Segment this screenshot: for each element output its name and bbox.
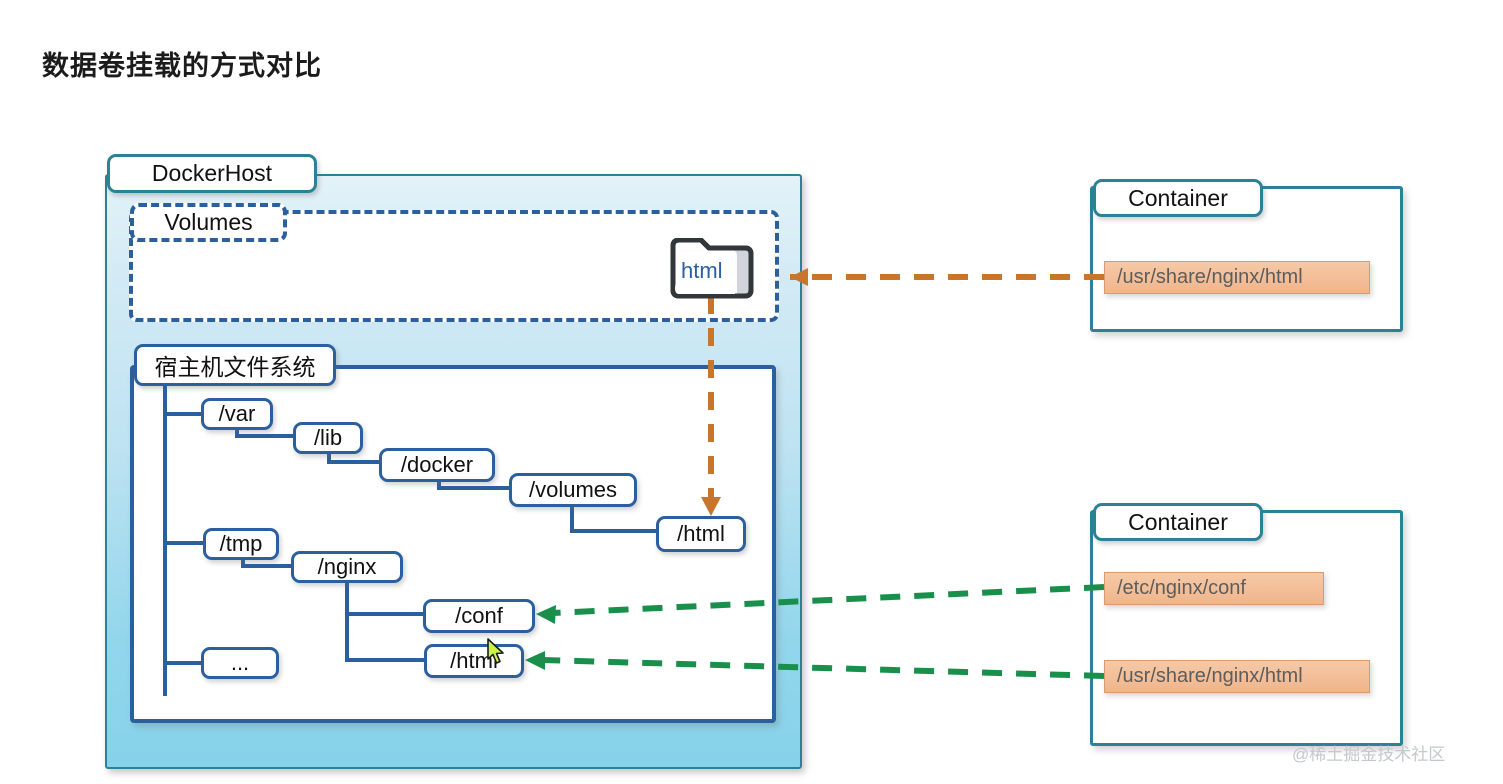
- flow-volume-mount-html: [790, 268, 1104, 286]
- flow-bind-mount-html: [525, 651, 1105, 679]
- mount-path-usr-share-nginx-html-top[interactable]: /usr/share/nginx/html: [1104, 261, 1370, 294]
- mount-path-etc-nginx-conf[interactable]: /etc/nginx/conf: [1104, 572, 1324, 605]
- container-top-label: Container: [1093, 179, 1263, 217]
- tree-line-var: [163, 412, 205, 416]
- tree-line-nginx-html: [345, 658, 433, 662]
- tree-line-var-lib: [235, 434, 297, 438]
- watermark: @稀土掘金技术社区: [1292, 745, 1446, 764]
- tree-line-tmp-nginx: [241, 564, 297, 568]
- tree-line-docker-volumes: [437, 486, 513, 490]
- tree-line-var-drop: [235, 428, 239, 438]
- tree-node-nginx[interactable]: /nginx: [291, 551, 403, 583]
- tree-node-var[interactable]: /var: [201, 398, 273, 430]
- tree-node-conf[interactable]: /conf: [423, 599, 535, 633]
- tree-line-tmp: [163, 541, 207, 545]
- tree-line-lib-drop: [327, 452, 331, 464]
- flow-volume-to-hostpath: [701, 296, 721, 516]
- dockerhost-label: DockerHost: [107, 154, 317, 193]
- tree-node-volumes[interactable]: /volumes: [509, 473, 637, 507]
- mount-path-usr-share-nginx-html-bottom[interactable]: /usr/share/nginx/html: [1104, 660, 1370, 693]
- tree-line-volumes-drop: [570, 503, 574, 531]
- tree-node-docker[interactable]: /docker: [379, 448, 495, 482]
- tree-node-volumes-html[interactable]: /html: [656, 516, 746, 552]
- folder-label: html: [681, 258, 723, 283]
- tree-line-tmp-drop: [241, 556, 245, 568]
- tree-node-lib[interactable]: /lib: [293, 422, 363, 454]
- host-filesystem-label: 宿主机文件系统: [134, 344, 336, 386]
- tree-line-lib-docker: [327, 460, 383, 464]
- tree-node-nginx-html[interactable]: /html: [424, 644, 524, 678]
- tree-line-nginx-conf: [345, 612, 433, 616]
- tree-node-tmp[interactable]: /tmp: [203, 528, 279, 560]
- tree-line-nginx-spine: [345, 582, 349, 662]
- volumes-label: Volumes: [130, 203, 287, 242]
- tree-line-docker-drop: [437, 478, 441, 490]
- page-title: 数据卷挂载的方式对比: [42, 51, 322, 81]
- tree-line-ellipsis: [163, 661, 205, 665]
- folder-icon: [667, 237, 763, 302]
- container-bottom-label: Container: [1093, 503, 1263, 541]
- tree-node-ellipsis[interactable]: ...: [201, 647, 279, 679]
- tree-line-volumes-html: [570, 529, 660, 533]
- flow-bind-mount-conf: [536, 584, 1105, 624]
